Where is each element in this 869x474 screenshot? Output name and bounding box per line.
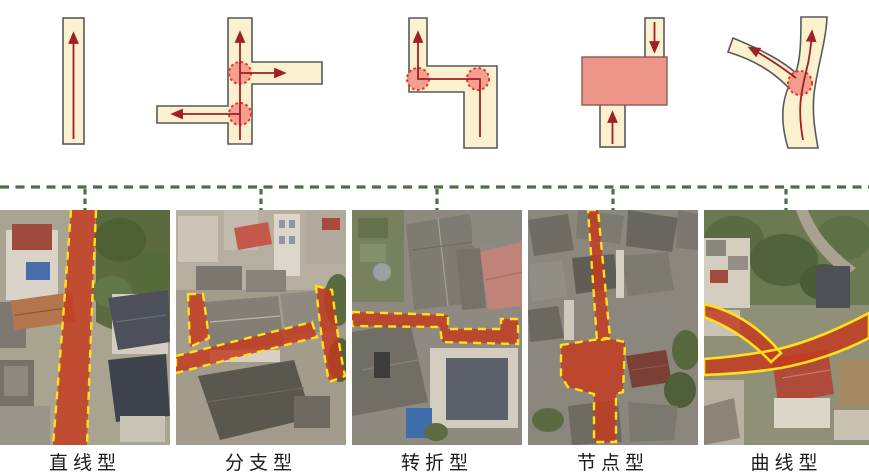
photo-straight bbox=[0, 210, 170, 445]
straight-schematic bbox=[62, 17, 85, 145]
photo-branch bbox=[176, 210, 346, 445]
label-branch: 分支型 bbox=[224, 453, 297, 474]
road-overlay-straight bbox=[51, 210, 98, 445]
label-curve: 曲线型 bbox=[750, 453, 823, 474]
label-turning: 转折型 bbox=[400, 453, 473, 474]
label-node: 节点型 bbox=[576, 453, 649, 474]
photo-node bbox=[528, 210, 698, 445]
turn-arrow-icon bbox=[412, 30, 481, 137]
road-overlay-branch bbox=[176, 284, 346, 384]
road-overlay-curve bbox=[704, 302, 869, 377]
node-schematic bbox=[581, 17, 668, 148]
curved-up-arrow-icon bbox=[799, 29, 817, 141]
road-overlay-turning bbox=[352, 310, 520, 346]
node-rectangle bbox=[581, 56, 668, 106]
branch-arrow-icon bbox=[747, 46, 797, 79]
branch-schematic bbox=[156, 17, 323, 145]
divider-dashed-line bbox=[0, 185, 869, 212]
turning-schematic bbox=[406, 17, 498, 149]
label-straight: 直线型 bbox=[48, 453, 121, 474]
curve-schematic bbox=[726, 16, 828, 149]
figure-artwork bbox=[0, 16, 869, 445]
road-overlay-node bbox=[559, 210, 627, 444]
photo-turning bbox=[352, 210, 522, 445]
photo-curve bbox=[704, 210, 869, 445]
